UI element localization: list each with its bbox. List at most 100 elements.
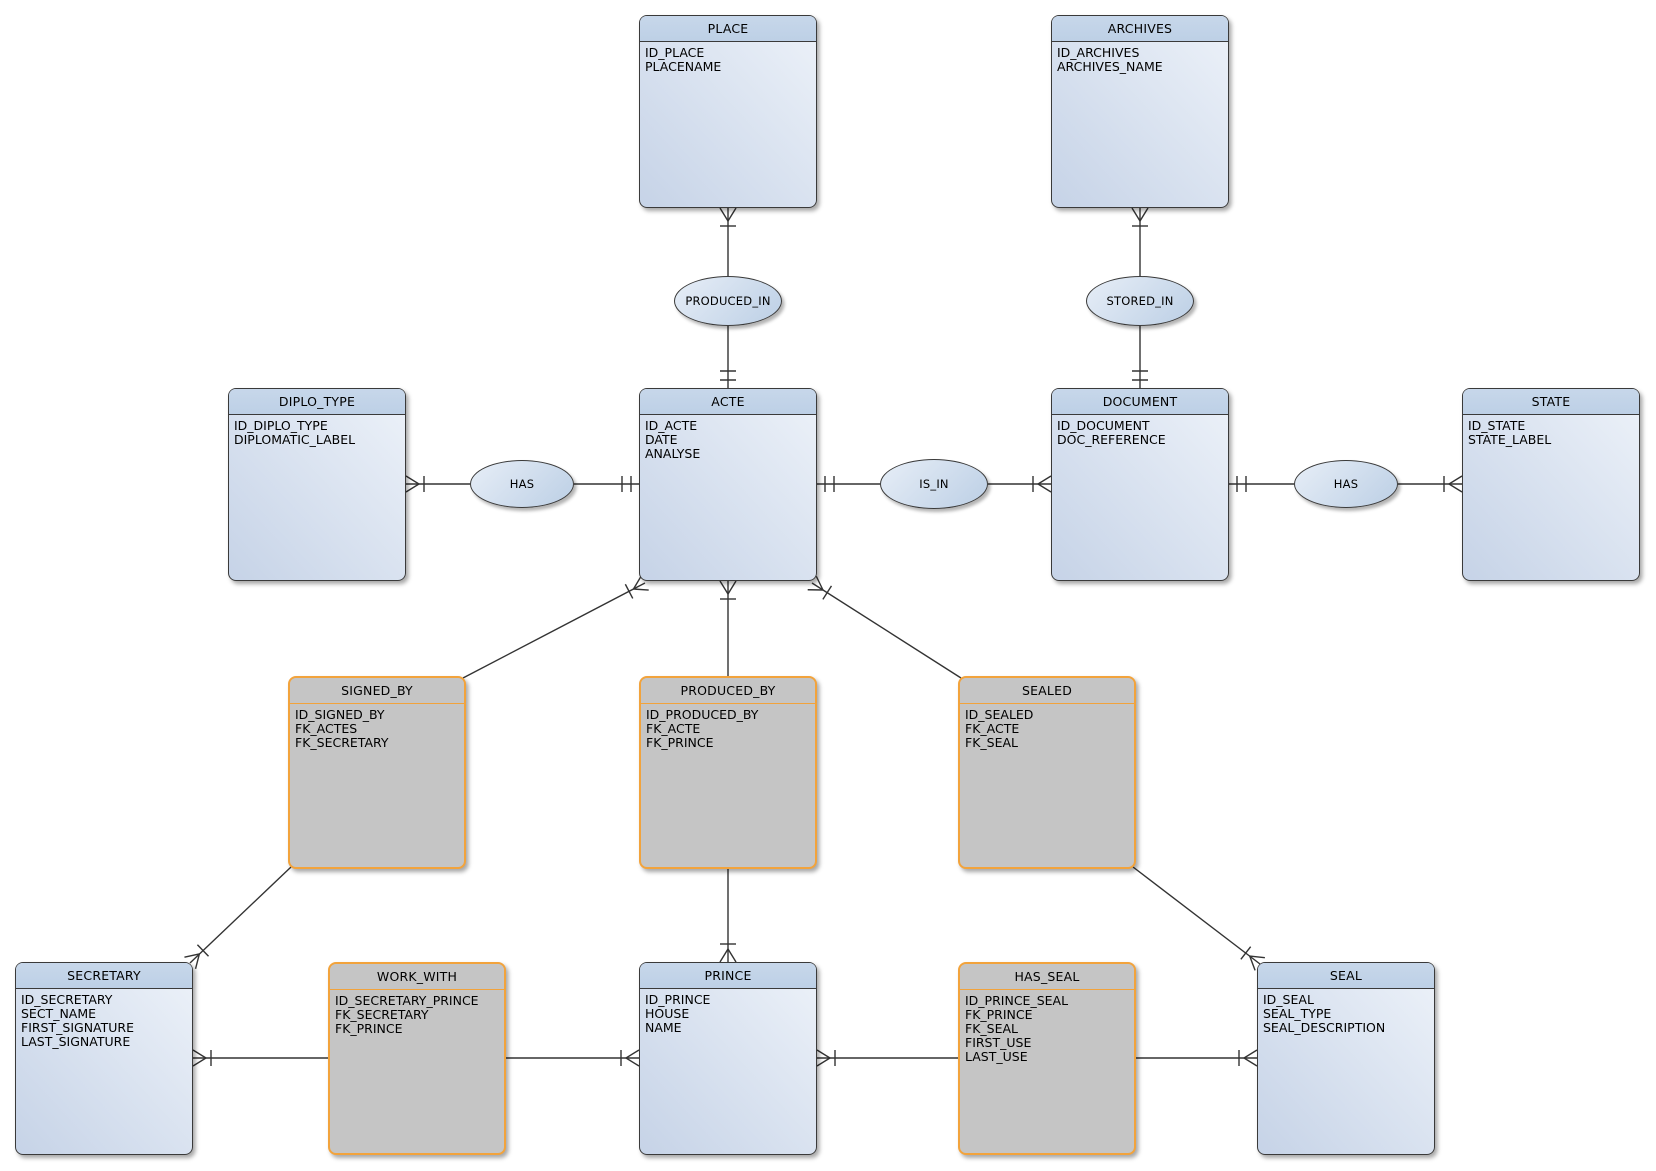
entity-title: SEAL (1258, 963, 1434, 989)
entity-title: HAS_SEAL (960, 964, 1134, 990)
entity-title: PRINCE (640, 963, 816, 989)
attribute: NAME (645, 1020, 682, 1035)
attribute: FK_SEAL (965, 1021, 1018, 1036)
association-signed-by[interactable]: SIGNED_BY ID_SIGNED_BY FK_ACTES FK_SECRE… (288, 676, 466, 869)
association-sealed[interactable]: SEALED ID_SEALED FK_ACTE FK_SEAL (958, 676, 1136, 869)
association-has-seal[interactable]: HAS_SEAL ID_PRINCE_SEAL FK_PRINCE FK_SEA… (958, 962, 1136, 1155)
attribute: FK_SECRETARY (295, 735, 389, 750)
relationship-label: IS_IN (919, 477, 949, 491)
attribute: ANALYSE (645, 446, 701, 461)
entity-title: SIGNED_BY (290, 678, 464, 704)
attribute: ID_SECRETARY (21, 992, 113, 1007)
attribute: ID_DOCUMENT (1057, 418, 1150, 433)
connector-acte-produced-by (719, 580, 737, 676)
entity-attributes: ID_ACTE DATE ANALYSE (640, 415, 816, 461)
attribute: HOUSE (645, 1006, 690, 1021)
relationship-label: HAS (509, 477, 535, 491)
entity-title: PRODUCED_BY (641, 678, 815, 704)
attribute: ID_SEALED (965, 707, 1034, 722)
association-produced-by[interactable]: PRODUCED_BY ID_PRODUCED_BY FK_ACTE FK_PR… (639, 676, 817, 869)
attribute: FK_ACTE (646, 721, 701, 736)
connector-produced-by-prince (719, 869, 737, 963)
attribute: PLACENAME (645, 59, 722, 74)
relationship-label: PRODUCED_IN (685, 294, 771, 308)
entity-title: STATE (1463, 389, 1639, 415)
attribute: STATE_LABEL (1468, 432, 1552, 447)
relationship-label: HAS (1333, 477, 1359, 491)
attribute: ID_STATE (1468, 418, 1526, 433)
entity-attributes: ID_PRINCE_SEAL FK_PRINCE FK_SEAL FIRST_U… (960, 990, 1134, 1064)
entity-document[interactable]: DOCUMENT ID_DOCUMENT DOC_REFERENCE (1051, 388, 1229, 581)
connector-work-with-prince (506, 1049, 640, 1067)
attribute: ARCHIVES_NAME (1057, 59, 1163, 74)
relationship-produced-in[interactable]: PRODUCED_IN (674, 276, 782, 326)
entity-title: WORK_WITH (330, 964, 504, 990)
attribute: ID_SEAL (1263, 992, 1314, 1007)
entity-attributes: ID_SEAL SEAL_TYPE SEAL_DESCRIPTION (1258, 989, 1434, 1035)
entity-attributes: ID_PRODUCED_BY FK_ACTE FK_PRINCE (641, 704, 815, 750)
attribute: SEAL_DESCRIPTION (1263, 1020, 1386, 1035)
attribute: LAST_SIGNATURE (21, 1034, 131, 1049)
attribute: ID_ARCHIVES (1057, 45, 1140, 60)
entity-attributes: ID_DOCUMENT DOC_REFERENCE (1052, 415, 1228, 447)
attribute: ID_DIPLO_TYPE (234, 418, 328, 433)
connector-has-seal-seal (1136, 1049, 1258, 1067)
entity-state[interactable]: STATE ID_STATE STATE_LABEL (1462, 388, 1640, 581)
entity-place[interactable]: PLACE ID_PLACE PLACENAME (639, 15, 817, 208)
attribute: SEAL_TYPE (1263, 1006, 1332, 1021)
attribute: DOC_REFERENCE (1057, 432, 1166, 447)
entity-diplo-type[interactable]: DIPLO_TYPE ID_DIPLO_TYPE DIPLOMATIC_LABE… (228, 388, 406, 581)
attribute: DIPLOMATIC_LABEL (234, 432, 356, 447)
connector-acte-sealed (807, 575, 962, 679)
relationship-stored-in[interactable]: STORED_IN (1086, 276, 1194, 326)
attribute: FIRST_SIGNATURE (21, 1020, 134, 1035)
attribute: ID_PLACE (645, 45, 705, 60)
attribute: SECT_NAME (21, 1006, 97, 1021)
attribute: FIRST_USE (965, 1035, 1032, 1050)
entity-acte[interactable]: ACTE ID_ACTE DATE ANALYSE (639, 388, 817, 581)
connector-acte-signed-by (462, 575, 650, 679)
attribute: FK_SECRETARY (335, 1007, 429, 1022)
connector-signed-by-secretary (183, 866, 292, 970)
entity-title: SECRETARY (16, 963, 192, 989)
entity-attributes: ID_STATE STATE_LABEL (1463, 415, 1639, 447)
relationship-has-diplo-type[interactable]: HAS (470, 460, 574, 508)
attribute: FK_PRINCE (965, 1007, 1033, 1022)
entity-title: DOCUMENT (1052, 389, 1228, 415)
connector-sealed-seal (1132, 866, 1266, 972)
entity-attributes: ID_PRINCE HOUSE NAME (640, 989, 816, 1035)
entity-secretary[interactable]: SECRETARY ID_SECRETARY SECT_NAME FIRST_S… (15, 962, 193, 1155)
entity-attributes: ID_SEALED FK_ACTE FK_SEAL (960, 704, 1134, 750)
entity-attributes: ID_DIPLO_TYPE DIPLOMATIC_LABEL (229, 415, 405, 447)
attribute: ID_SECRETARY_PRINCE (335, 993, 479, 1008)
attribute: ID_SIGNED_BY (295, 707, 385, 722)
entity-attributes: ID_SECRETARY_PRINCE FK_SECRETARY FK_PRIN… (330, 990, 504, 1036)
entity-attributes: ID_SIGNED_BY FK_ACTES FK_SECRETARY (290, 704, 464, 750)
entity-title: ARCHIVES (1052, 16, 1228, 42)
connector-prince-has-seal (816, 1049, 958, 1067)
entity-title: DIPLO_TYPE (229, 389, 405, 415)
attribute: FK_PRINCE (646, 735, 714, 750)
attribute: DATE (645, 432, 678, 447)
attribute: ID_PRINCE_SEAL (965, 993, 1069, 1008)
entity-title: PLACE (640, 16, 816, 42)
connector-secretary-work-with (192, 1049, 328, 1067)
attribute: ID_ACTE (645, 418, 698, 433)
entity-attributes: ID_ARCHIVES ARCHIVES_NAME (1052, 42, 1228, 74)
attribute: ID_PRODUCED_BY (646, 707, 759, 722)
relationship-has-state[interactable]: HAS (1294, 460, 1398, 508)
association-work-with[interactable]: WORK_WITH ID_SECRETARY_PRINCE FK_SECRETA… (328, 962, 506, 1155)
entity-prince[interactable]: PRINCE ID_PRINCE HOUSE NAME (639, 962, 817, 1155)
attribute: FK_ACTE (965, 721, 1020, 736)
attribute: FK_ACTES (295, 721, 358, 736)
entity-title: ACTE (640, 389, 816, 415)
relationship-is-in[interactable]: IS_IN (880, 459, 988, 509)
attribute: LAST_USE (965, 1049, 1028, 1064)
entity-attributes: ID_SECRETARY SECT_NAME FIRST_SIGNATURE L… (16, 989, 192, 1049)
entity-seal[interactable]: SEAL ID_SEAL SEAL_TYPE SEAL_DESCRIPTION (1257, 962, 1435, 1155)
entity-archives[interactable]: ARCHIVES ID_ARCHIVES ARCHIVES_NAME (1051, 15, 1229, 208)
attribute: ID_PRINCE (645, 992, 711, 1007)
entity-title: SEALED (960, 678, 1134, 704)
relationship-label: STORED_IN (1106, 294, 1174, 308)
